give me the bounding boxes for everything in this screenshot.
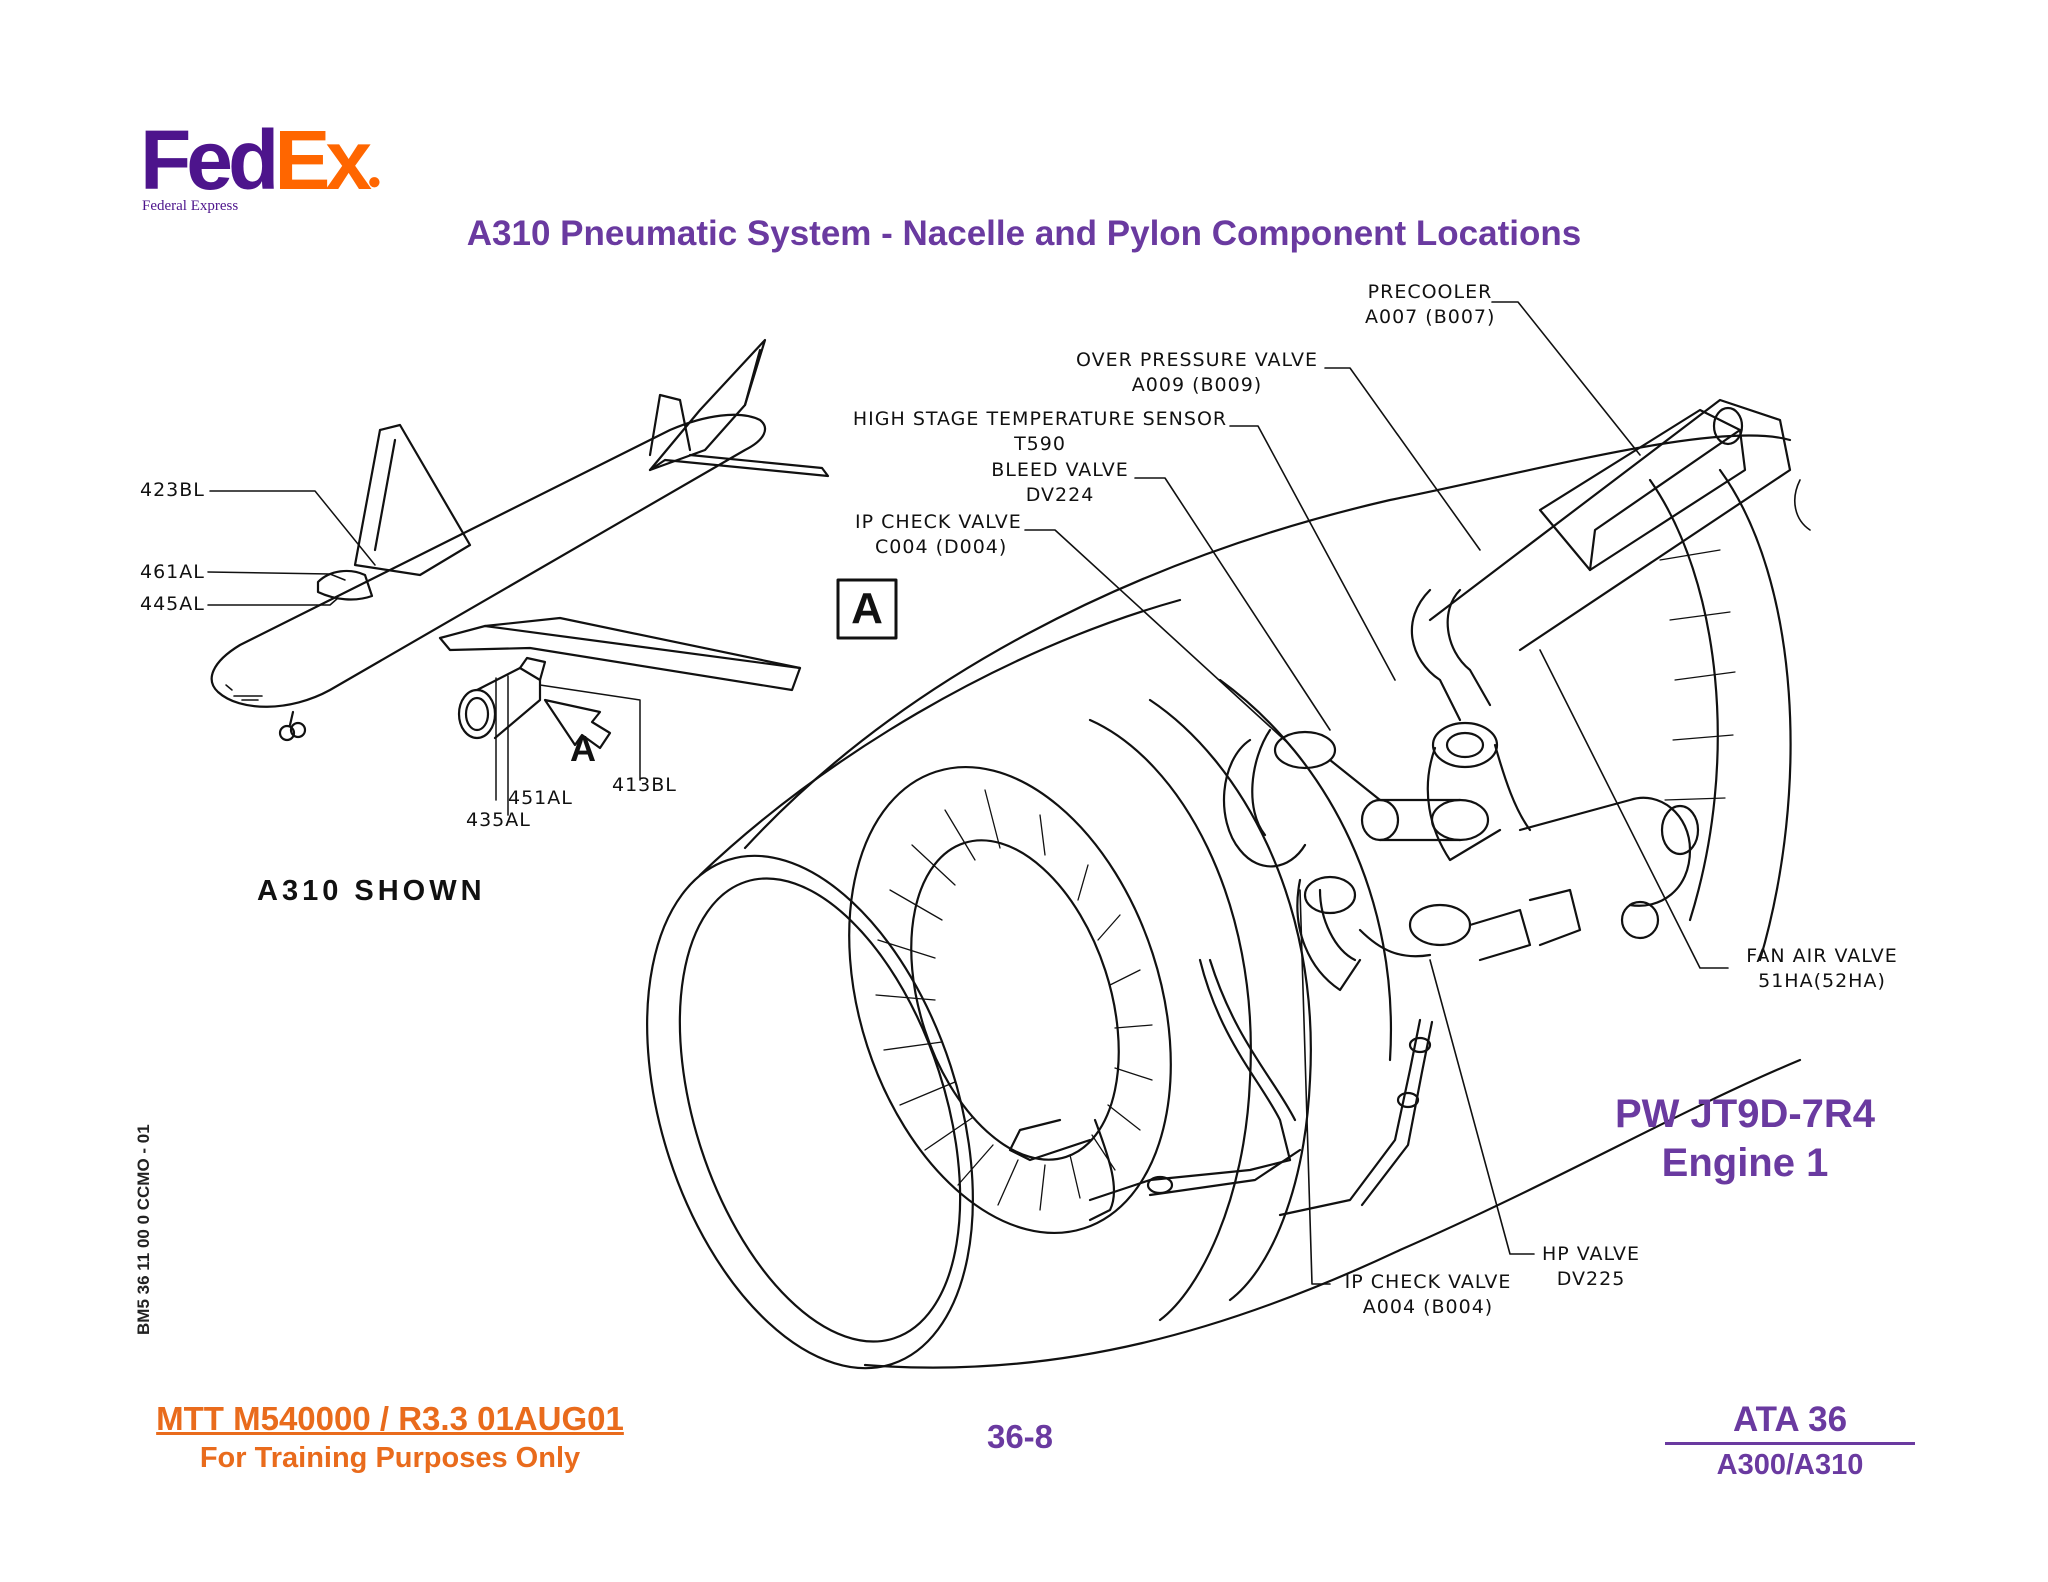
label-461al: 461AL [140,561,205,583]
over-pressure-id: A009 (B009) [1131,373,1263,396]
precooler-name: PRECOOLER [1367,281,1493,303]
callout-over-pressure-valve: OVER PRESSURE VALVE A009 (B009) [1066,348,1328,397]
fan-air-id: 51HA(52HA) [1758,969,1886,992]
logo-subtitle: Federal Express [142,198,239,214]
fan-air-name: FAN AIR VALVE [1746,945,1898,967]
ip-check-lower-name: IP CHECK VALVE [1344,1271,1512,1293]
label-445al: 445AL [140,593,205,615]
footer-right: ATA 36 A300/A310 [1665,1400,1915,1482]
label-413bl: 413BL [612,774,677,796]
callout-high-stage-temperature-sensor: HIGH STAGE TEMPERATURE SENSOR T590 [850,407,1230,456]
aircraft-leader-lines [207,490,641,816]
fedex-logo: FedEx● Federal Express [140,118,382,214]
callout-ip-check-valve-lower: IP CHECK VALVE A004 (B004) [1338,1270,1518,1319]
label-435al: 435AL [466,809,531,831]
hs-temp-name: HIGH STAGE TEMPERATURE SENSOR [852,408,1228,430]
callout-hp-valve: HP VALVE DV225 [1536,1242,1646,1291]
ip-check-lower-id: A004 (B004) [1362,1295,1494,1318]
logo-fed: Fed [140,113,279,207]
page-number: 36-8 [986,1418,1054,1455]
a310-shown-label: A310 SHOWN [257,875,486,907]
view-box-letter: A [851,584,883,633]
hs-temp-id: T590 [1014,432,1066,455]
logo-wordmark: FedEx● [140,118,382,202]
label-423bl: 423BL [140,479,205,501]
precooler-id: A007 (B007) [1365,305,1496,328]
bleed-id: DV224 [1025,483,1095,506]
footer-doc-reference: MTT M540000 / R3.3 01AUG01 [156,1400,624,1437]
callout-ip-check-valve-upper: IP CHECK VALVE C004 (D004) [855,510,1035,559]
page-title: A310 Pneumatic System - Nacelle and Pylo… [466,214,1582,253]
fan-blades [875,789,1153,1211]
hp-valve-name: HP VALVE [1541,1243,1641,1265]
engine-position: Engine 1 [1661,1140,1829,1185]
drawing-reference-code: BM5 36 11 00 0 CCMO - 01 [134,1124,153,1335]
ip-check-upper-id: C004 (D004) [875,535,1008,558]
view-a-box [836,578,898,640]
footer-rule [1665,1442,1915,1445]
footer-left: MTT M540000 / R3.3 01AUG01 For Training … [130,1400,650,1475]
engine-model: PW JT9D-7R4 [1614,1092,1876,1136]
hp-valve-id: DV225 [1556,1267,1626,1290]
logo-ex: Ex [274,113,372,207]
footer-ata-chapter: ATA 36 [1732,1400,1848,1439]
callout-bleed-valve: BLEED VALVE DV224 [985,458,1135,507]
callout-fan-air-valve: FAN AIR VALVE 51HA(52HA) [1732,944,1912,993]
view-arrow-letter: A [570,728,596,769]
engine-leader-lines [1024,301,1729,1285]
engine-designation: PW JT9D-7R4 Engine 1 [1565,1090,1925,1188]
footer-training-note: For Training Purposes Only [199,1442,581,1474]
aircraft-drawing [210,338,830,750]
logo-dot: ● [367,168,382,195]
engine-drawing [646,398,1811,1370]
ip-check-upper-name: IP CHECK VALVE [855,511,1022,533]
label-451al: 451AL [508,787,573,809]
callout-precooler: PRECOOLER A007 (B007) [1365,280,1495,329]
footer-aircraft-model: A300/A310 [1716,1449,1864,1481]
bleed-name: BLEED VALVE [991,459,1129,481]
over-pressure-name: OVER PRESSURE VALVE [1075,349,1319,371]
